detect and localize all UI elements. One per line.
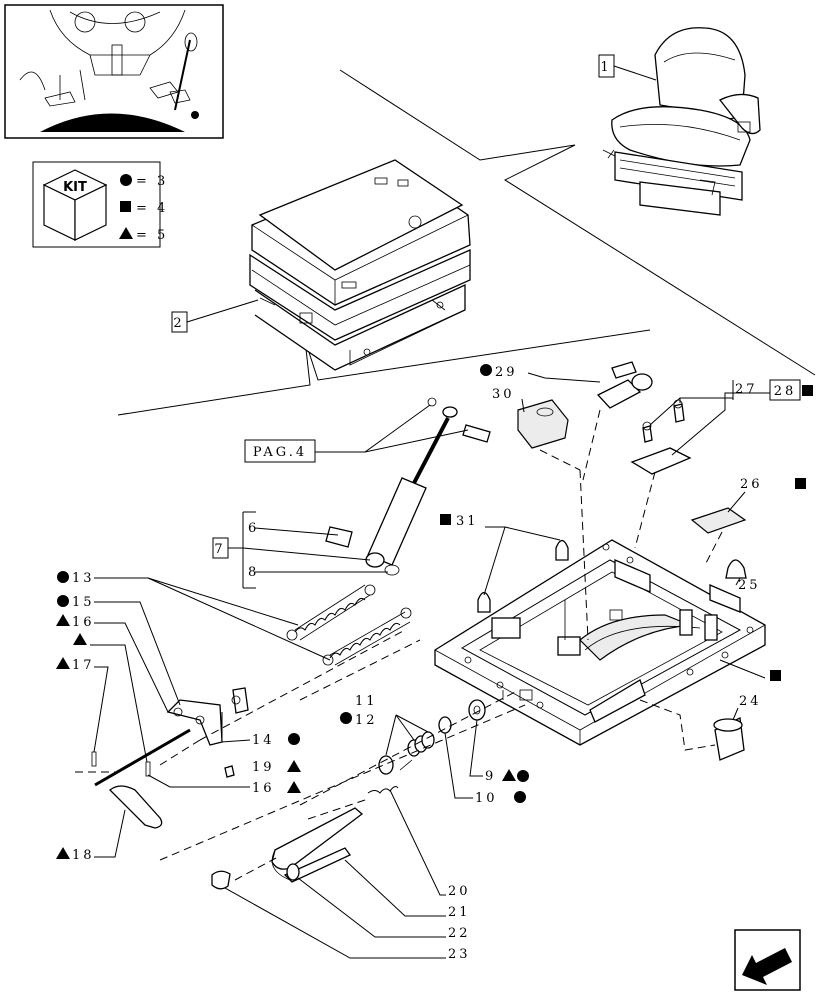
base-frame-drawing [434, 539, 766, 746]
callout-box-28 [769, 379, 801, 401]
circle-kit-symbol [57, 571, 69, 583]
callout-29[interactable]: 29 [495, 365, 518, 380]
callout-27[interactable]: 27 [735, 382, 758, 397]
circle-kit-symbol [288, 733, 300, 745]
callout-20[interactable]: 20 [448, 884, 471, 899]
triangle-kit-symbol [119, 227, 133, 239]
callout-1[interactable]: 1 [600, 60, 611, 75]
triangle-kit-symbol [56, 614, 70, 626]
plate-drawing [690, 507, 747, 534]
previous-page-arrow-icon[interactable] [734, 929, 801, 991]
page-reference-pag4[interactable]: PAG.4 [253, 445, 307, 460]
square-kit-symbol [770, 670, 781, 681]
triangle-kit-symbol [73, 633, 87, 645]
bracket-drawing [630, 399, 692, 475]
circle-kit-symbol [480, 364, 492, 376]
callout-31[interactable]: 31 [456, 514, 479, 529]
callout-6[interactable]: 6 [248, 521, 259, 536]
seat-suspension-drawing [249, 159, 471, 371]
callout-11[interactable]: 11 [355, 694, 378, 709]
kit-legend: KIT = 3 = 4 = 5 [32, 161, 168, 248]
callout-19[interactable]: 19 [252, 760, 275, 775]
callout-9[interactable]: 9 [485, 769, 496, 784]
triangle-kit-symbol [56, 657, 70, 669]
callout-21[interactable]: 21 [448, 905, 471, 920]
cab-location-thumbnail [4, 4, 224, 139]
callout-25[interactable]: 25 [738, 578, 761, 593]
callout-2[interactable]: 2 [173, 316, 184, 331]
cap-drawing [725, 559, 747, 579]
callout-30[interactable]: 30 [492, 387, 515, 402]
triangle-kit-symbol [287, 781, 301, 793]
circle-kit-symbol [120, 174, 132, 186]
callout-7[interactable]: 7 [214, 542, 225, 557]
gas-spring-drawing [325, 397, 491, 576]
callout-8[interactable]: 8 [248, 565, 259, 580]
callout-10[interactable]: 10 [475, 791, 498, 806]
callout-26[interactable]: 26 [740, 477, 763, 492]
callout-16-bottom[interactable]: 16 [252, 781, 275, 796]
callout-28[interactable]: 28 [774, 384, 797, 399]
square-kit-value: = 4 [136, 201, 168, 216]
callout-18[interactable]: 18 [72, 848, 95, 863]
callout-24[interactable]: 24 [739, 694, 762, 709]
callout-22[interactable]: 22 [448, 926, 471, 941]
circle-kit-symbol [57, 595, 69, 607]
pins-drawing [477, 539, 569, 613]
triangle-kit-symbol [502, 769, 516, 781]
callout-17[interactable]: 17 [72, 658, 95, 673]
square-kit-symbol [795, 478, 806, 489]
bushings-drawing [378, 699, 486, 775]
circle-kit-symbol [517, 770, 529, 782]
circle-kit-value: = 3 [136, 174, 168, 189]
callout-13[interactable]: 13 [72, 571, 95, 586]
triangle-kit-symbol [287, 760, 301, 772]
callout-16-top[interactable]: 16 [72, 615, 95, 630]
square-kit-symbol [120, 201, 131, 212]
callout-23[interactable]: 23 [448, 947, 471, 962]
circle-kit-symbol [340, 712, 352, 724]
pag4-reference-box [244, 439, 316, 463]
lever-assembly-drawing [75, 629, 406, 829]
triangle-kit-symbol [56, 847, 70, 859]
circle-kit-symbol [514, 791, 526, 803]
callout-12[interactable]: 12 [355, 713, 378, 728]
square-kit-symbol [440, 514, 451, 525]
handle-drawing [517, 361, 653, 449]
callout-15[interactable]: 15 [72, 595, 95, 610]
kit-label: KIT [63, 180, 87, 195]
bolt-drawing [713, 717, 745, 761]
triangle-kit-value: = 5 [136, 228, 168, 243]
springs-drawing [286, 584, 412, 666]
square-kit-symbol [802, 385, 813, 396]
kit-cube-icon: KIT [42, 169, 108, 241]
complete-seat-drawing [602, 27, 761, 216]
callout-14[interactable]: 14 [252, 733, 275, 748]
slide-rail-drawing [211, 786, 399, 890]
